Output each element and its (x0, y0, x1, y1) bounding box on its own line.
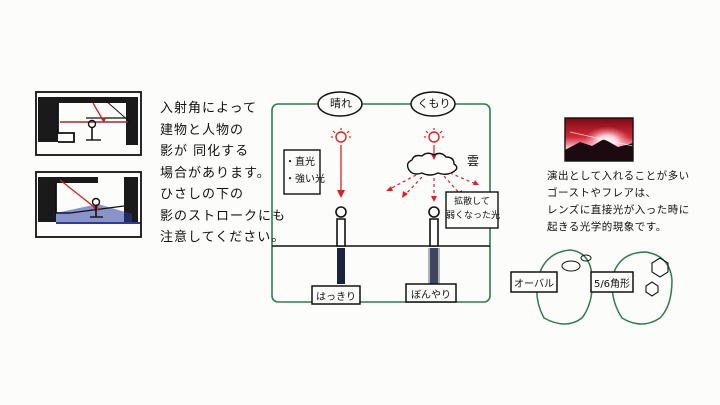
left-note-line: 影のストロークにも (160, 208, 287, 224)
sunny-figure (335, 206, 347, 247)
diffused-light-line: 拡散して (454, 197, 490, 207)
cloud-label: 雲 (466, 154, 479, 168)
flare-photo (564, 117, 634, 162)
oval-label: オーバル (514, 279, 554, 290)
diffused-light-box (445, 191, 499, 229)
right-explanation-note: 演出として入れることが多い ゴーストやフレアは、 レンズに直接光が入った時に 起… (547, 168, 690, 236)
direct-light-box (283, 149, 321, 195)
left-note-line: 注意してください。 (160, 230, 286, 245)
direct-light-line: ・強い光 (285, 174, 325, 185)
left-note-line: 場合があります。 (160, 165, 271, 181)
direct-light-note: ・直光 ・強い光 (285, 154, 325, 188)
left-note-line: 入射角によって (160, 101, 257, 116)
right-note-line: ゴーストやフレアは、 (547, 187, 657, 199)
sunny-shadow (337, 248, 345, 284)
sunny-sun (331, 128, 351, 143)
diffused-light-arrows (387, 172, 477, 198)
cloudy-shadow (428, 248, 440, 286)
sunny-label: 晴れ (330, 97, 352, 110)
right-note-line: レンズに直接光が入った時に (547, 204, 690, 216)
weather-panel (271, 91, 491, 303)
diffused-light-line: 弱くなった光 (446, 211, 501, 221)
cloudy-label: くもり (417, 97, 451, 110)
left-note-line: 影が 同化する (160, 144, 250, 159)
building-sketch-top (35, 91, 142, 156)
cloud-shape (406, 152, 458, 176)
crisp-shadow-label: はっきり (316, 292, 356, 303)
soft-shadow-label: ぼんやり (411, 290, 451, 301)
building-sketch-bottom (35, 171, 142, 238)
hexagon-ghost-illustration (590, 251, 673, 325)
cloudy-figure (428, 206, 440, 247)
right-note-line: 演出として入れることが多い (547, 170, 690, 182)
oval-ghost-illustration (510, 249, 594, 325)
cloudy-sun (424, 128, 444, 160)
hexagon-label: 5/6角形 (593, 279, 631, 290)
direct-light-line: ・直光 (285, 157, 315, 168)
left-note-line: 建物と人物の (160, 122, 245, 138)
right-note-line: 起きる光学的現象です。 (547, 221, 667, 233)
left-explanation-note: 入射角によって 建物と人物の 影が 同化する 場合があります。 ひさしの下の 影… (160, 98, 286, 249)
soft-label-box (405, 283, 457, 303)
left-note-line: ひさしの下の (160, 187, 245, 202)
diffused-light-note: 拡散して 弱くなった光 (446, 195, 501, 223)
direct-light-arrow (337, 145, 345, 198)
crisp-label-box (311, 285, 361, 305)
